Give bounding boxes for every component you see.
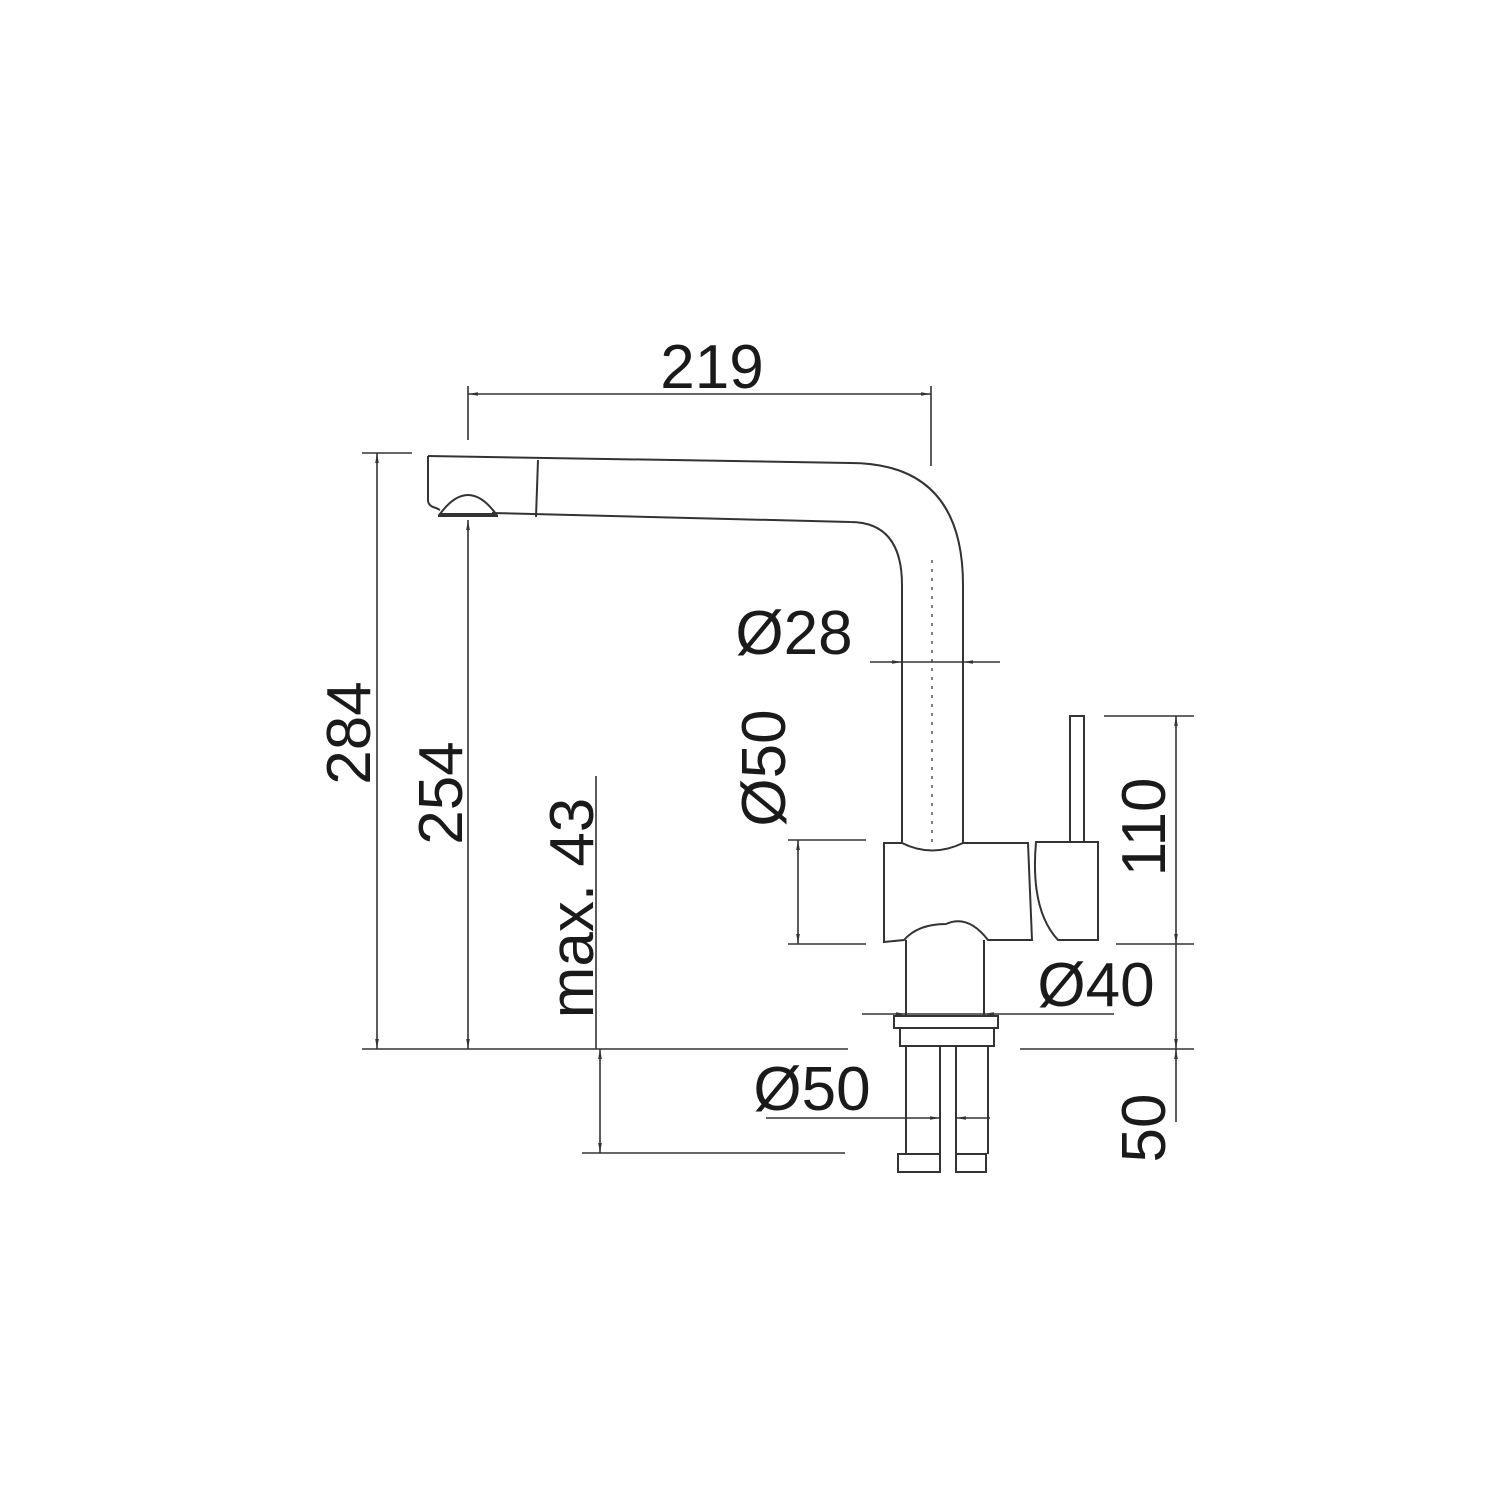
label-d50-body: Ø50 [730,709,799,826]
aerator [438,494,498,515]
spout-outer-edge [427,455,964,843]
dimension-labels: 219 284 254 max. 43 Ø28 Ø50 Ø40 Ø50 110 … [315,333,1179,1162]
spout-inner-edge [491,512,903,843]
label-110: 110 [1110,778,1179,877]
label-254: 254 [407,741,476,844]
body-shell [883,842,1034,944]
label-d50-base: Ø50 [753,1055,870,1124]
label-d40: Ø40 [1037,951,1154,1020]
label-284: 284 [315,681,384,784]
shank-foot-right [955,1153,987,1173]
shank-foot-left [897,1153,941,1173]
base-ring [899,1027,995,1047]
spout-joint [535,459,539,518]
base-flange [893,1015,999,1029]
spout-tip [427,456,441,511]
label-50: 50 [1110,1094,1179,1163]
mounting-shank [905,1046,989,1166]
body-neck [905,940,985,1016]
label-max-43: max. 43 [538,798,607,1019]
dimension-lines [362,386,1194,1154]
label-219: 219 [660,333,763,402]
lever-rod [1069,715,1085,842]
label-d28: Ø28 [735,599,852,668]
faucet-outline [427,455,1099,1173]
lever-housing [1033,841,1099,941]
